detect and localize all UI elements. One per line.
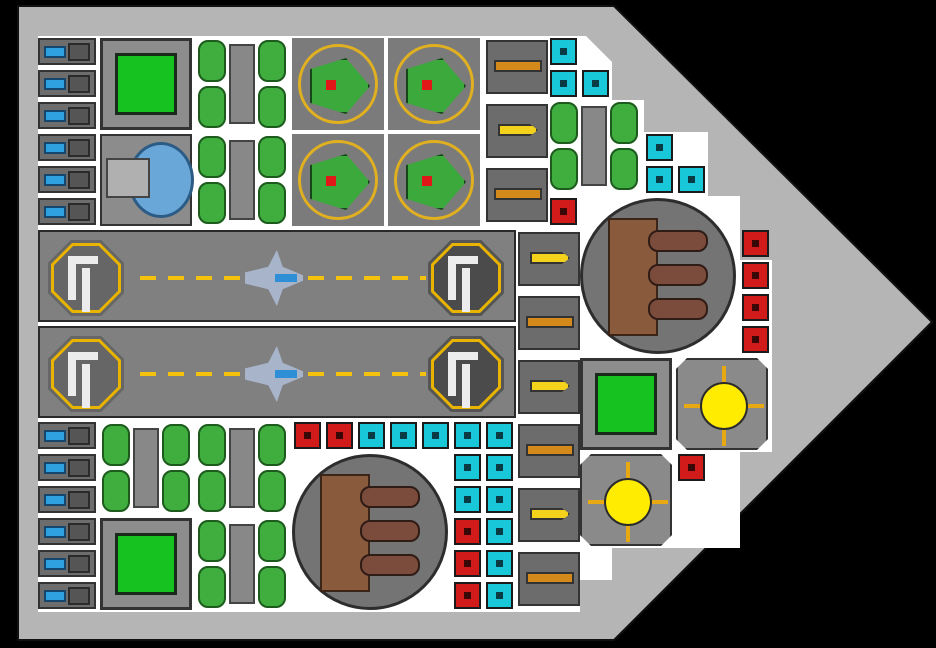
reactor-icon xyxy=(580,198,736,354)
armor-block-icon xyxy=(454,486,481,513)
fighter-icon xyxy=(245,346,303,402)
armor-block-icon xyxy=(646,134,673,161)
engine-icon xyxy=(100,38,192,130)
hangar-pad-icon xyxy=(428,336,504,412)
thruster-icon xyxy=(38,454,96,481)
thruster-icon xyxy=(38,38,96,65)
thruster-icon xyxy=(38,582,96,609)
turret-orange-icon xyxy=(518,552,580,606)
fighter-icon xyxy=(245,250,303,306)
armor-block-icon xyxy=(294,422,321,449)
thruster-icon xyxy=(38,102,96,129)
armor-block-icon xyxy=(550,38,577,65)
thruster-icon xyxy=(38,134,96,161)
cannon-icon xyxy=(292,134,384,226)
armor-block-icon xyxy=(742,262,769,289)
armor-block-icon xyxy=(454,422,481,449)
turret-orange-icon xyxy=(486,168,548,222)
turret-yellow-icon xyxy=(518,232,580,286)
armor-block-icon xyxy=(390,422,417,449)
hangar-bay xyxy=(38,230,516,322)
turret-yellow-icon xyxy=(486,104,548,158)
armor-block-icon xyxy=(486,582,513,609)
fuel-tank-icon xyxy=(100,422,192,514)
thruster-icon xyxy=(38,198,96,225)
hangar-pad-icon xyxy=(48,240,124,316)
armor-block-icon xyxy=(742,230,769,257)
shield-generator-icon xyxy=(676,358,768,450)
armor-block-icon xyxy=(550,70,577,97)
thruster-icon xyxy=(38,550,96,577)
thruster-icon xyxy=(38,518,96,545)
armor-block-icon xyxy=(454,582,481,609)
command-dome-icon xyxy=(100,134,194,226)
turret-orange-icon xyxy=(486,40,548,94)
cannon-icon xyxy=(388,134,480,226)
fuel-tank-icon xyxy=(196,134,288,226)
armor-block-icon xyxy=(486,550,513,577)
armor-block-icon xyxy=(454,454,481,481)
engine-icon xyxy=(100,518,192,610)
cannon-icon xyxy=(292,38,384,130)
armor-block-icon xyxy=(646,166,673,193)
turret-orange-icon xyxy=(518,296,580,350)
armor-block-icon xyxy=(486,422,513,449)
fuel-tank-icon xyxy=(196,518,288,610)
cannon-icon xyxy=(388,38,480,130)
hangar-pad-icon xyxy=(48,336,124,412)
armor-block-icon xyxy=(678,166,705,193)
armor-block-icon xyxy=(454,550,481,577)
turret-orange-icon xyxy=(518,424,580,478)
fuel-tank-icon xyxy=(196,38,288,130)
shield-generator-icon xyxy=(580,454,672,546)
turret-yellow-icon xyxy=(518,360,580,414)
fuel-tank-icon xyxy=(196,422,288,514)
armor-block-icon xyxy=(422,422,449,449)
hangar-pad-icon xyxy=(428,240,504,316)
hangar-bay xyxy=(38,326,516,418)
armor-block-icon xyxy=(486,486,513,513)
turret-yellow-icon xyxy=(518,488,580,542)
armor-block-icon xyxy=(678,454,705,481)
armor-block-icon xyxy=(742,294,769,321)
thruster-icon xyxy=(38,486,96,513)
armor-block-icon xyxy=(742,326,769,353)
armor-block-icon xyxy=(486,454,513,481)
reactor-icon xyxy=(292,454,448,610)
armor-block-icon xyxy=(358,422,385,449)
armor-block-icon xyxy=(550,198,577,225)
fuel-tank-icon xyxy=(548,100,640,192)
armor-block-icon xyxy=(486,518,513,545)
thruster-icon xyxy=(38,422,96,449)
thruster-icon xyxy=(38,70,96,97)
thruster-icon xyxy=(38,166,96,193)
armor-block-icon xyxy=(326,422,353,449)
armor-block-icon xyxy=(454,518,481,545)
engine-icon xyxy=(580,358,672,450)
armor-block-icon xyxy=(582,70,609,97)
